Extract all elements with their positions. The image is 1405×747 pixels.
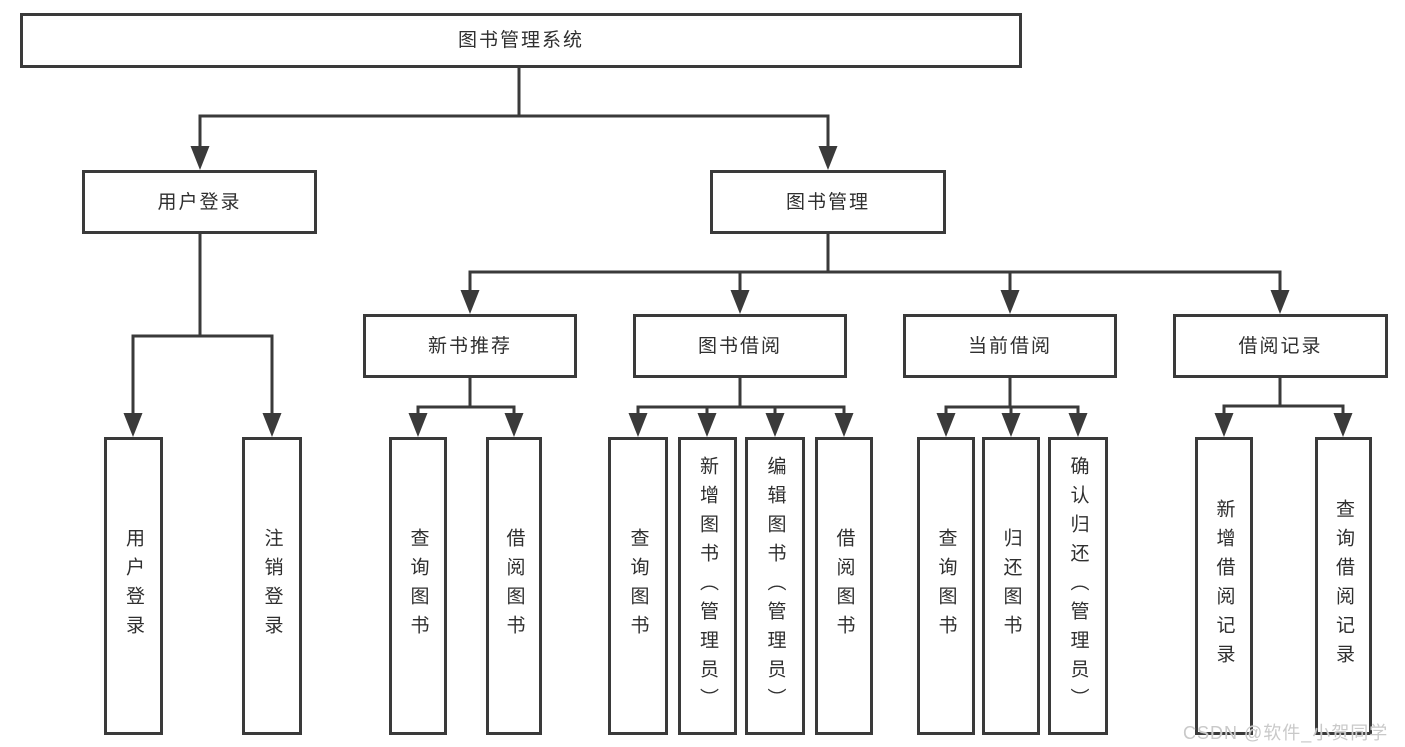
node-book-management-label: 图书管理 <box>785 191 870 213</box>
node-current-borrow: 当前借阅 <box>903 314 1117 378</box>
node-user-login-label: 用户登录 <box>157 191 242 213</box>
leaf-query-books-recommend: 查询图书 <box>389 437 447 735</box>
leaf-logout-login-label: 注销登录 <box>261 528 283 644</box>
leaf-add-borrow-record-label: 新增借阅记录 <box>1213 499 1235 673</box>
leaf-query-books-borrow-label: 查询图书 <box>627 528 649 644</box>
node-root: 图书管理系统 <box>20 13 1022 68</box>
arrow-down-icons <box>123 146 1353 437</box>
leaf-query-borrow-record-label: 查询借阅记录 <box>1333 499 1354 673</box>
leaf-return-books: 归还图书 <box>982 437 1040 735</box>
leaf-confirm-return-admin: 确认归还（管理员） <box>1048 437 1108 735</box>
node-book-borrow-label: 图书借阅 <box>697 335 782 357</box>
leaf-return-books-label: 归还图书 <box>1000 528 1022 644</box>
leaf-edit-book-admin: 编辑图书（管理员） <box>745 437 805 735</box>
leaf-logout-login: 注销登录 <box>242 437 302 735</box>
node-user-login: 用户登录 <box>82 170 317 234</box>
node-current-borrow-label: 当前借阅 <box>967 335 1052 357</box>
leaf-query-books-borrow: 查询图书 <box>608 437 668 735</box>
leaf-add-book-admin: 新增图书（管理员） <box>678 437 737 735</box>
node-borrow-records: 借阅记录 <box>1173 314 1388 378</box>
leaf-query-books-recommend-label: 查询图书 <box>407 528 429 644</box>
leaf-query-books-current-label: 查询图书 <box>935 528 957 644</box>
leaf-query-books-current: 查询图书 <box>917 437 975 735</box>
leaf-borrow-books-recommend-label: 借阅图书 <box>503 528 525 644</box>
leaf-add-book-admin-label: 新增图书（管理员） <box>697 455 718 717</box>
leaf-borrow-books-label: 借阅图书 <box>833 528 855 644</box>
node-book-borrow: 图书借阅 <box>633 314 847 378</box>
leaf-confirm-return-admin-label: 确认归还（管理员） <box>1067 455 1089 717</box>
leaf-query-borrow-record: 查询借阅记录 <box>1315 437 1372 735</box>
leaf-borrow-books-recommend: 借阅图书 <box>486 437 542 735</box>
node-new-book-recommend-label: 新书推荐 <box>427 335 512 357</box>
leaf-edit-book-admin-label: 编辑图书（管理员） <box>764 455 786 717</box>
leaf-add-borrow-record: 新增借阅记录 <box>1195 437 1253 735</box>
node-root-label: 图书管理系统 <box>457 30 584 51</box>
leaf-user-login: 用户登录 <box>104 437 163 735</box>
node-book-management: 图书管理 <box>710 170 946 234</box>
node-borrow-records-label: 借阅记录 <box>1238 335 1323 357</box>
connector-lines <box>131 68 1345 417</box>
csdn-watermark: CSDN @软件_小贺同学 <box>1183 723 1389 743</box>
leaf-user-login-label: 用户登录 <box>123 528 144 644</box>
leaf-borrow-books: 借阅图书 <box>815 437 873 735</box>
node-new-book-recommend: 新书推荐 <box>363 314 577 378</box>
